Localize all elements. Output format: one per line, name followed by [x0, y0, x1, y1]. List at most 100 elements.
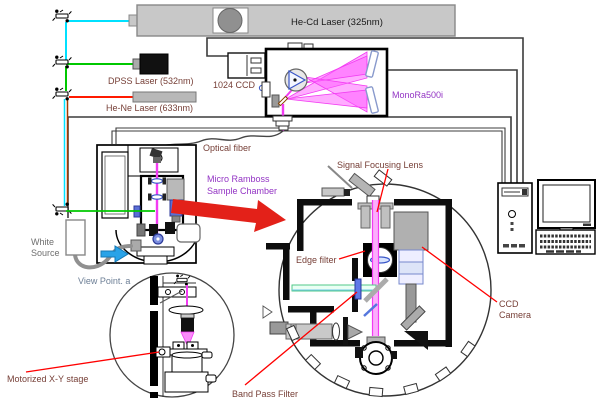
ccd-1024-label: 1024 CCD [213, 80, 256, 90]
microscope-arm [157, 286, 197, 298]
beam-fan-4 [285, 89, 368, 109]
power-button-icon [508, 210, 516, 218]
rim-block [333, 374, 351, 390]
chamber-label-line2: Sample Chamber [207, 186, 277, 196]
tower-led-2 [510, 228, 514, 231]
viewer-base [171, 215, 181, 223]
turret-tab-r [391, 351, 397, 359]
bolt-3 [361, 365, 367, 371]
view-direction-arrow-icon [100, 245, 129, 263]
wall-9 [352, 295, 358, 312]
bolt-4 [385, 365, 391, 371]
he-ne-laser: He-Ne Laser (633nm) [106, 91, 197, 113]
monochromator-cable [387, 69, 518, 183]
entrance-bracket [271, 94, 280, 108]
fold-mirror-blue [363, 303, 378, 317]
wall-10 [310, 340, 360, 347]
side-view-circle [109, 272, 235, 398]
ccd-camera-label-line1: CCD [499, 299, 519, 309]
mirror-icon-3 [52, 86, 72, 102]
door-window [104, 155, 126, 215]
he-ne-laser-label: He-Ne Laser (633nm) [106, 103, 193, 113]
entrance-mirror [277, 95, 289, 107]
lens-2 [150, 194, 164, 200]
turret-block [165, 222, 175, 234]
wall-3 [445, 199, 452, 347]
lens-mount-c [148, 193, 152, 201]
arm-strut [159, 290, 183, 304]
lens-mount-d [162, 193, 166, 201]
arm-cone [347, 324, 364, 340]
dpss-laser-body [139, 53, 169, 75]
mount-plate [168, 305, 204, 315]
wall-6 [283, 243, 290, 300]
white-source: White Source [31, 219, 133, 270]
rim-block [368, 386, 384, 398]
camera-tube-3 [398, 273, 424, 285]
focus-cone [180, 331, 195, 349]
lamp-cable [73, 244, 133, 270]
turret-tab-l [355, 347, 363, 358]
monochromator: MonoRa500i [258, 42, 443, 131]
dpss-laser-label: DPSS Laser (532nm) [108, 76, 194, 86]
band-pass-label: Band Pass Filter [232, 389, 298, 399]
bolt-2 [385, 345, 391, 351]
rim-stub [269, 321, 289, 335]
he-ne-laser-body [132, 91, 197, 103]
chamber-cable-pair-b [115, 127, 506, 183]
rim-block [285, 324, 301, 342]
he-cd-laser-body [136, 4, 456, 37]
he-cd-laser-label: He-Cd Laser (325nm) [291, 17, 383, 28]
white-source-label-line2: Source [31, 248, 60, 258]
side-cylinder-cap [344, 189, 350, 196]
stage-base [164, 371, 209, 393]
chamber-cable-pair-a [111, 130, 503, 183]
camera-tube-1 [398, 249, 424, 263]
stage-pointer [25, 351, 160, 373]
column-bar [150, 276, 158, 398]
coupler-clamp [373, 169, 393, 187]
rim-blocks [285, 324, 476, 398]
ccd-camera-label-line2: Camera [499, 310, 531, 320]
computer [497, 179, 596, 255]
stage-callout: Motorized X-Y stage [7, 351, 160, 384]
sample-chamber: Micro Ramboss Sample Chamber [96, 144, 277, 265]
wall-8 [352, 258, 358, 281]
white-source-label-line1: White [31, 237, 54, 247]
clip-dot-1 [177, 344, 180, 347]
ccd-detail-a [250, 57, 262, 64]
monitor-controls [583, 223, 591, 226]
monochromator-beams [283, 51, 368, 113]
rim-block [304, 353, 322, 371]
raman-beam-fill [373, 200, 378, 336]
beam-rail [52, 8, 133, 217]
grating-prism [288, 69, 307, 91]
objective-mount [149, 224, 158, 236]
objective-center [368, 350, 384, 366]
fiber-coupler [149, 148, 163, 160]
lens-mount-left [360, 205, 371, 229]
column-gap-2 [150, 386, 158, 392]
rim-block [434, 366, 452, 382]
lens-mount-right [380, 205, 391, 229]
cylinder-top [171, 351, 203, 359]
stage-label: Motorized X-Y stage [7, 374, 88, 384]
white-source-body [65, 219, 86, 256]
coupler-base [153, 157, 161, 163]
ccd-detail-b [250, 67, 262, 74]
side-view [109, 272, 235, 398]
arm-wall [343, 317, 348, 345]
rim-block [460, 340, 476, 358]
camera-shadow [404, 331, 428, 350]
signal-lens-label: Signal Focusing Lens [337, 160, 424, 170]
objective-hole [156, 237, 160, 241]
lens-mount-a [148, 177, 152, 185]
slit-plate-2 [275, 120, 290, 127]
clip-dot-2 [191, 344, 194, 347]
focus-knob [158, 348, 166, 356]
arm-lens [332, 322, 340, 341]
stage-knob-2 [205, 374, 217, 383]
view-point: View Point. a [78, 245, 130, 286]
